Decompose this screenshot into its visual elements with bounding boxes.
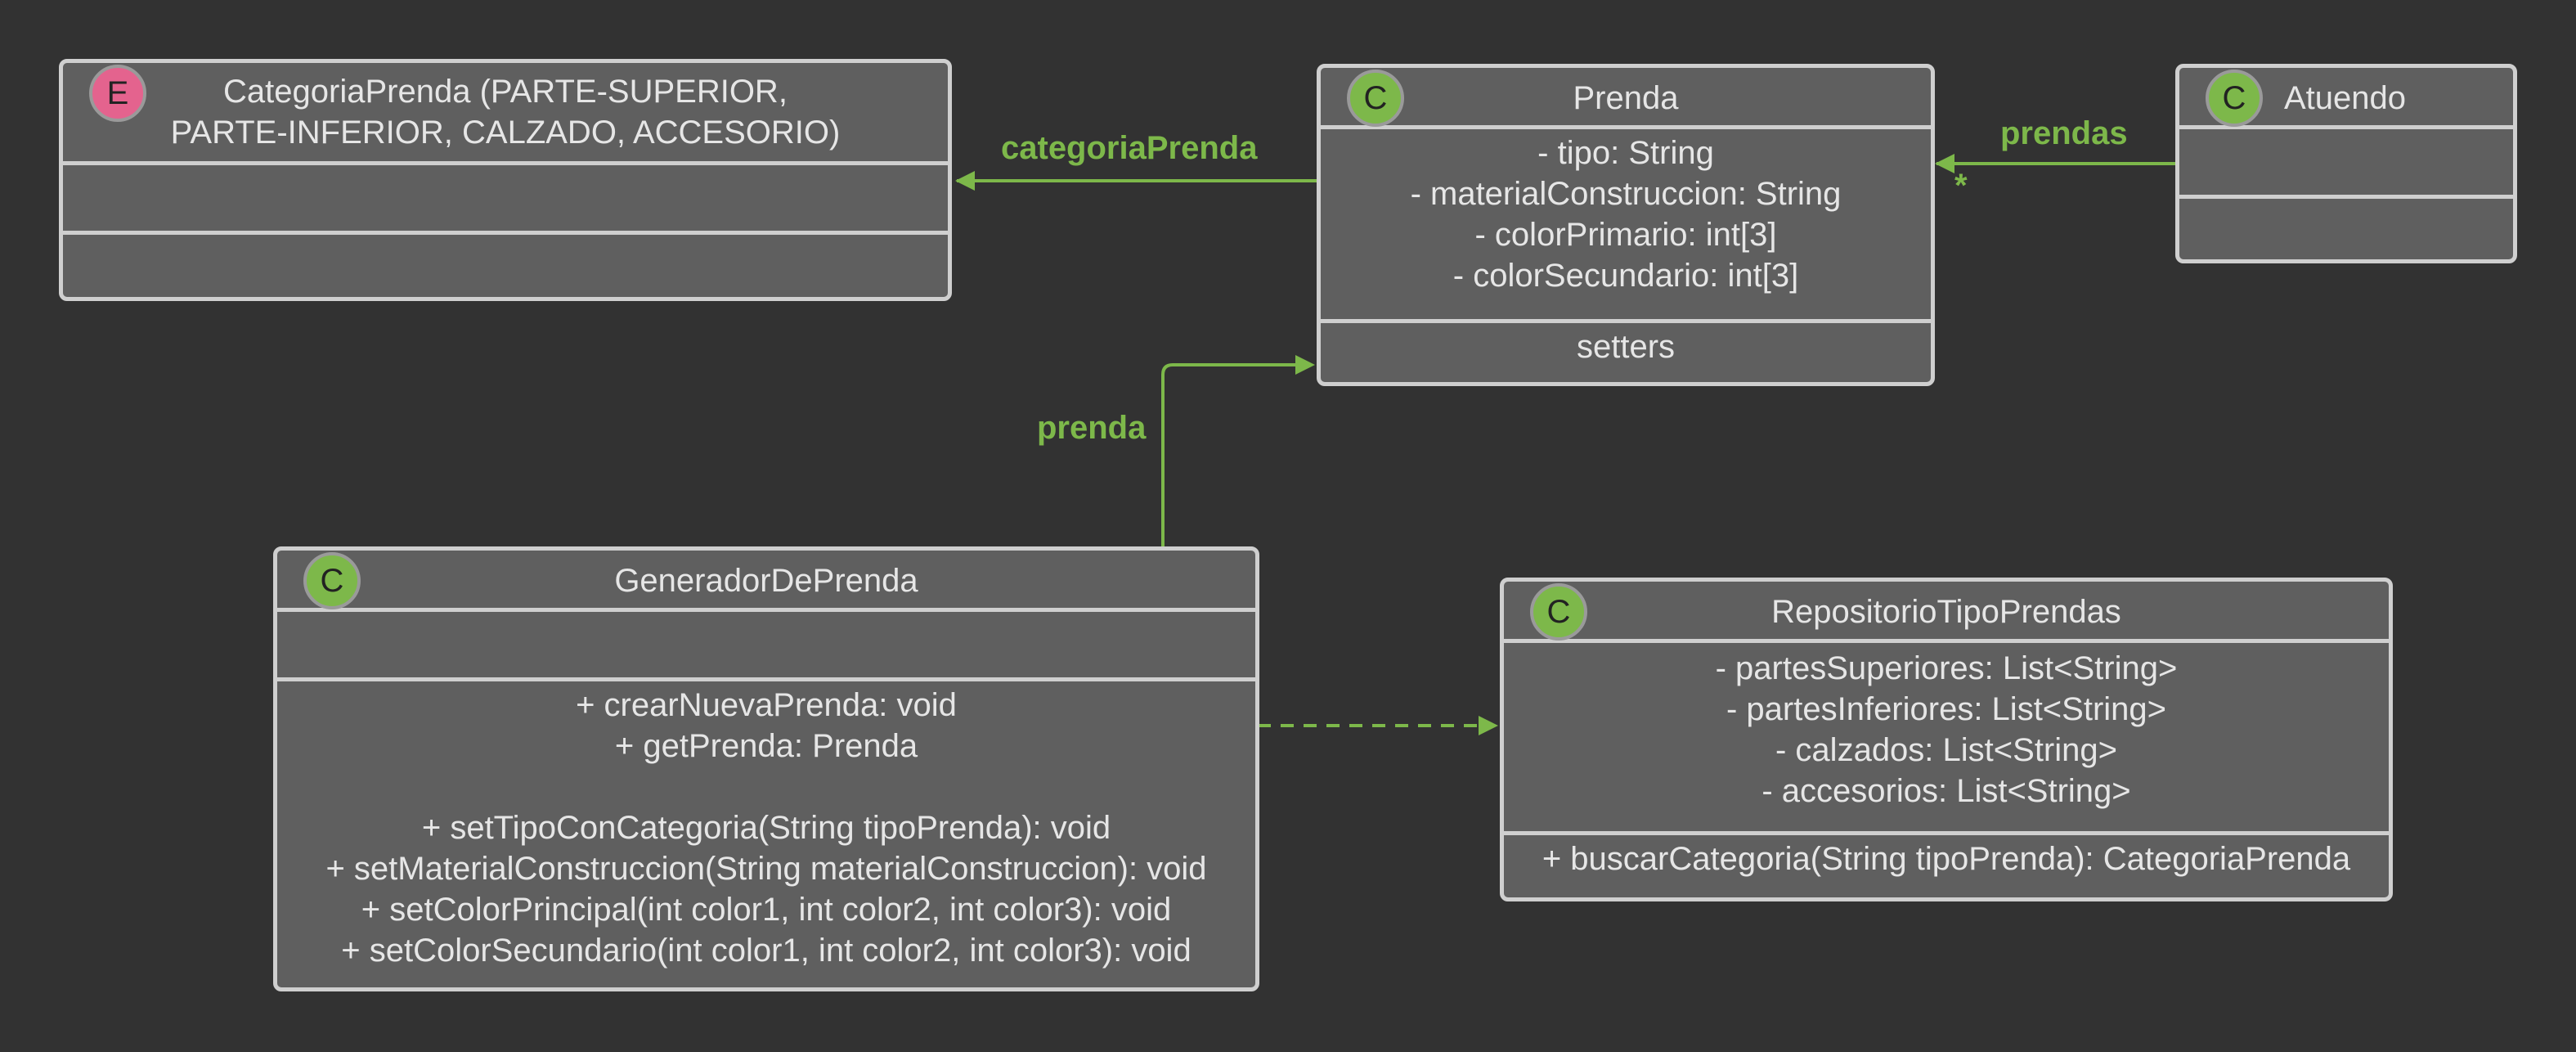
- class-name: RepositorioTipoPrendas: [1771, 594, 2121, 630]
- attribute: - tipo: String: [1537, 135, 1714, 171]
- edge-multiplicity: *: [1954, 168, 1968, 204]
- arrow-head: [1935, 154, 1954, 173]
- attribute: - accesorios: List<String>: [1761, 773, 2131, 809]
- arrow-head: [1295, 355, 1315, 375]
- edge-label-prenda: prenda: [1037, 410, 1147, 446]
- method-spacer: [294, 767, 1239, 807]
- class-header: C RepositorioTipoPrendas: [1504, 582, 2389, 643]
- attributes-section: [63, 165, 948, 231]
- class-name-line: CategoriaPrenda (PARTE-SUPERIOR,: [223, 74, 788, 110]
- attribute: - calzados: List<String>: [1775, 732, 2117, 768]
- class-header: C Prenda: [1321, 68, 1931, 129]
- class-name: Atuendo: [2284, 80, 2407, 116]
- attributes-section: - tipo: String - materialConstruccion: S…: [1321, 129, 1931, 319]
- class-prenda[interactable]: C Prenda - tipo: String - materialConstr…: [1317, 64, 1935, 386]
- class-categoria-prenda[interactable]: E CategoriaPrenda (PARTE-SUPERIOR, PARTE…: [59, 59, 952, 301]
- method: + crearNuevaPrenda: void: [576, 687, 957, 723]
- method: + setColorSecundario(int color1, int col…: [341, 933, 1192, 969]
- attribute: - partesInferiores: List<String>: [1726, 691, 2167, 727]
- method: + getPrenda: Prenda: [614, 728, 918, 764]
- method: + setColorPrincipal(int color1, int colo…: [361, 892, 1172, 928]
- method: + buscarCategoria(String tipoPrenda): Ca…: [1542, 841, 2351, 877]
- class-header: C Atuendo: [2179, 68, 2513, 129]
- class-repositorio-tipo-prendas[interactable]: C RepositorioTipoPrendas - partesSuperio…: [1500, 578, 2393, 901]
- edge-label-prendas: prendas: [2000, 115, 2128, 151]
- arrow-head: [955, 171, 975, 191]
- attribute: - partesSuperiores: List<String>: [1715, 650, 2178, 686]
- class-name: Prenda: [1573, 80, 1679, 116]
- method: + setTipoConCategoria(String tipoPrenda)…: [421, 810, 1111, 846]
- edge-label-categoria-prenda: categoriaPrenda: [1001, 130, 1258, 166]
- methods-section: [63, 231, 948, 296]
- enum-icon: E: [89, 65, 146, 122]
- method: setters: [1576, 329, 1676, 365]
- class-name: GeneradorDePrenda: [614, 563, 918, 599]
- attribute: - colorPrimario: int[3]: [1474, 217, 1777, 253]
- attributes-section: [2179, 129, 2513, 195]
- class-name-line: PARTE-INFERIOR, CALZADO, ACCESORIO): [170, 115, 841, 151]
- class-icon: C: [1347, 70, 1404, 127]
- edge-generador-to-repositorio: [1258, 716, 1498, 735]
- methods-section: + crearNuevaPrenda: void + getPrenda: Pr…: [277, 677, 1255, 974]
- methods-section: setters: [1321, 319, 1931, 376]
- attributes-section: - partesSuperiores: List<String> - parte…: [1504, 643, 2389, 831]
- class-icon: C: [2206, 70, 2263, 127]
- edge-atuendo-to-prenda: [1935, 154, 2177, 173]
- class-generador-de-prenda[interactable]: C GeneradorDePrenda + crearNuevaPrenda: …: [273, 546, 1259, 991]
- class-atuendo[interactable]: C Atuendo: [2175, 64, 2517, 263]
- class-icon: C: [303, 552, 361, 609]
- method: + setMaterialConstruccion(String materia…: [325, 851, 1207, 887]
- methods-section: [2179, 195, 2513, 259]
- class-icon: C: [1530, 583, 1587, 641]
- class-header: C GeneradorDePrenda: [277, 551, 1255, 612]
- arrow-head: [1479, 716, 1498, 735]
- class-header: E CategoriaPrenda (PARTE-SUPERIOR, PARTE…: [63, 63, 948, 165]
- edge-prenda-to-categoria: [955, 171, 1317, 191]
- attribute: - colorSecundario: int[3]: [1452, 258, 1799, 294]
- attributes-section: [277, 612, 1255, 677]
- methods-section: + buscarCategoria(String tipoPrenda): Ca…: [1504, 831, 2389, 888]
- attribute: - materialConstruccion: String: [1410, 176, 1842, 212]
- edge-generador-to-prenda: [1161, 355, 1315, 546]
